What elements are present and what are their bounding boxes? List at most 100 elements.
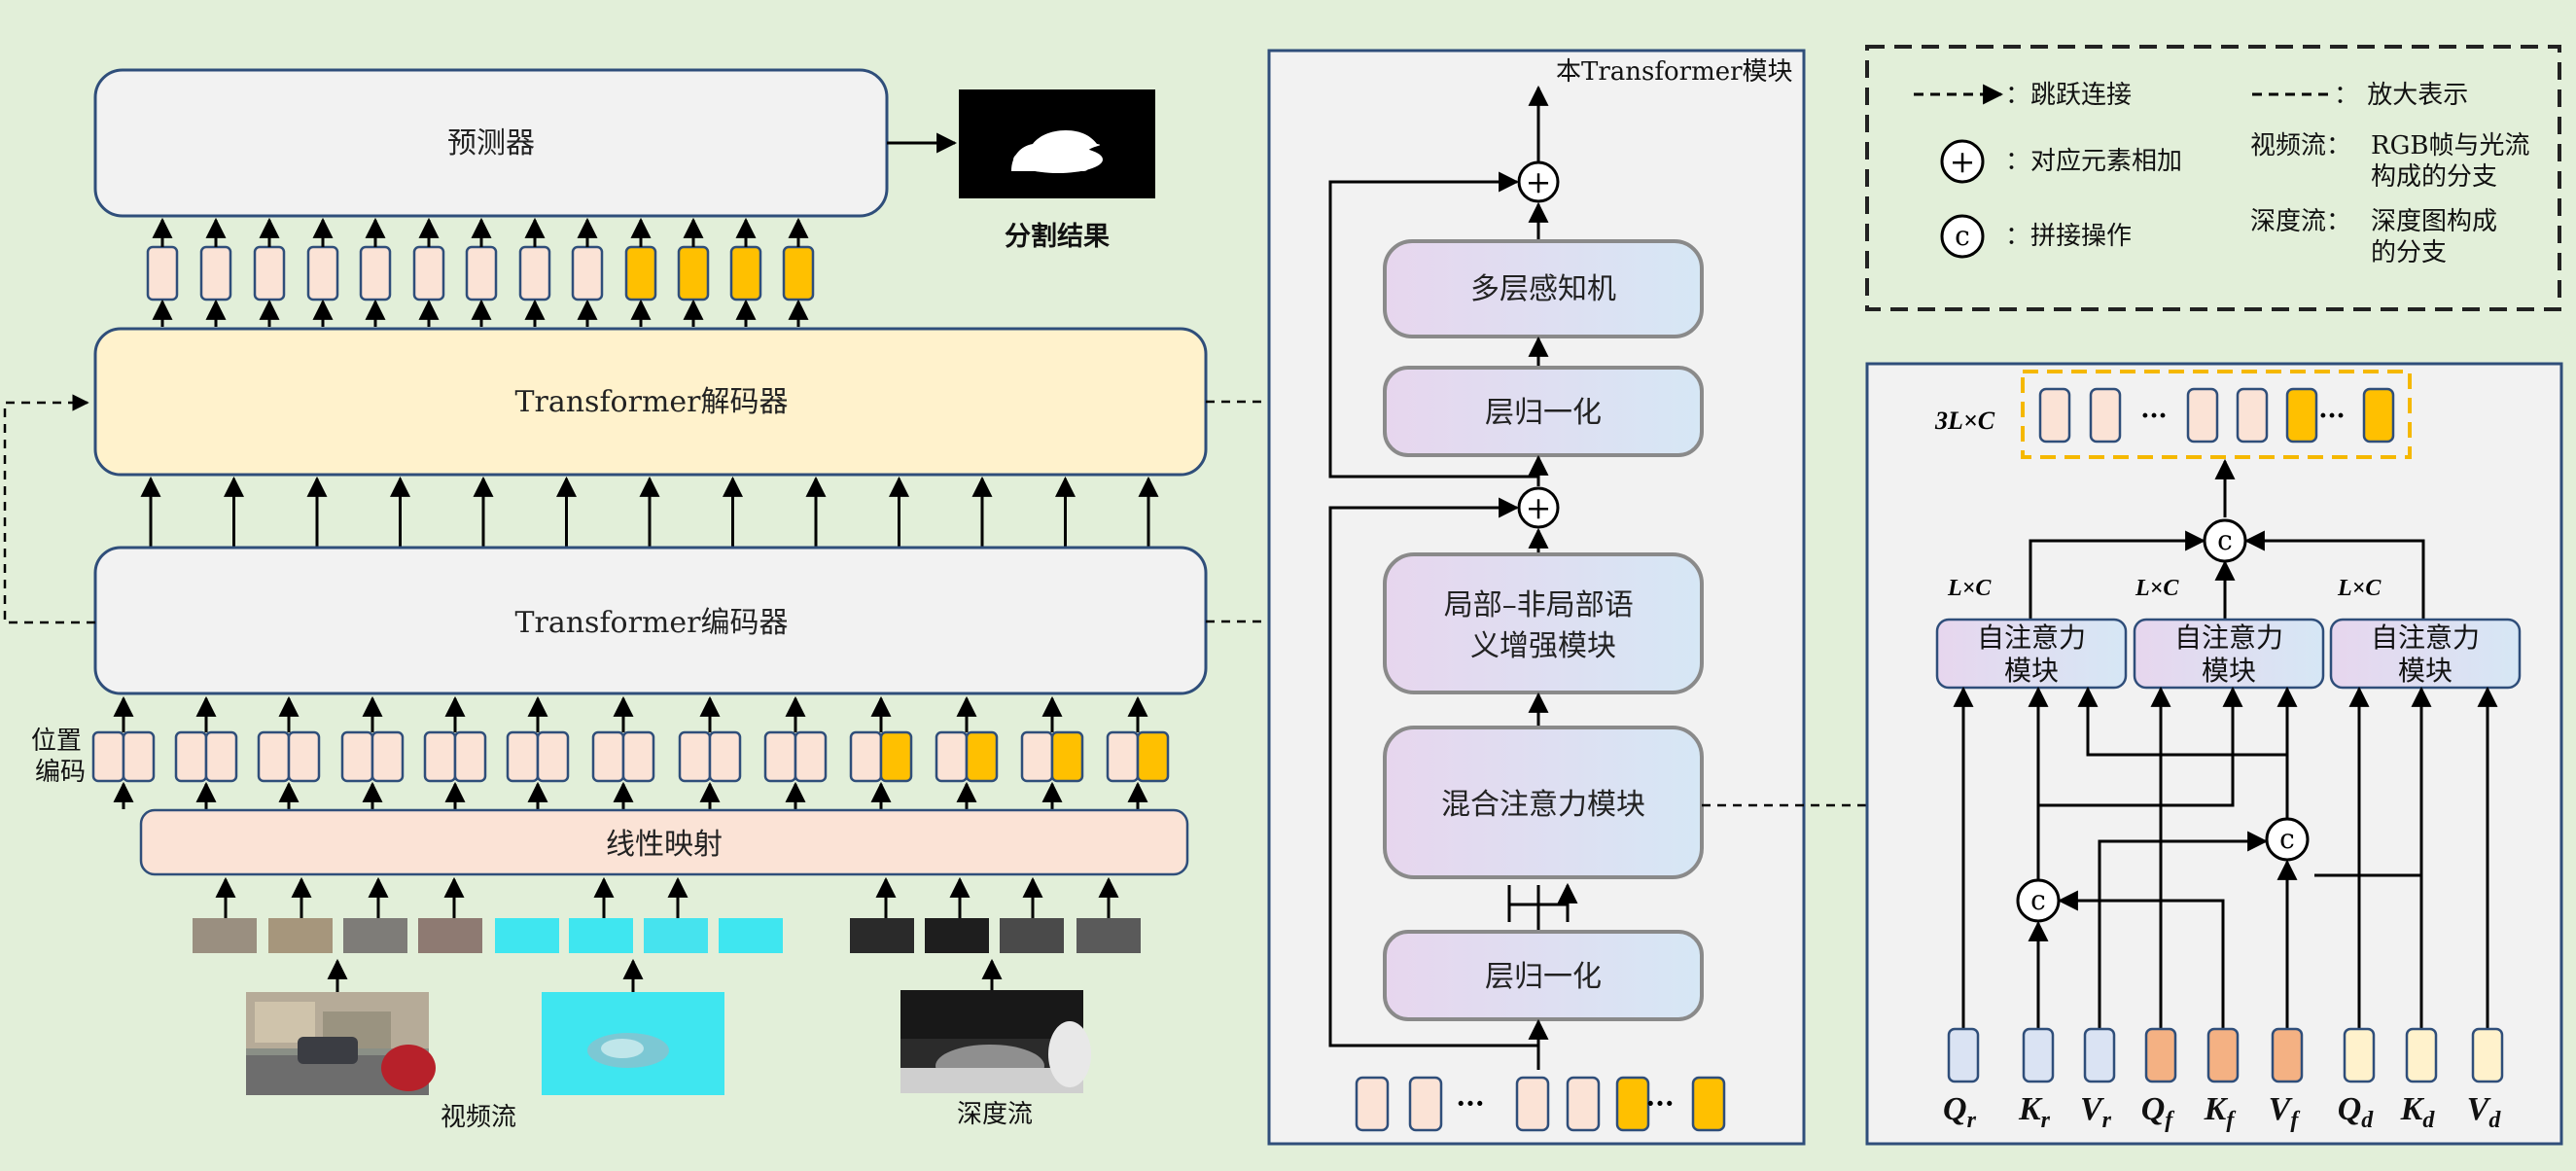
encoder-label: Transformer编码器 <box>514 606 788 640</box>
legend-video-key: 视频流： <box>2250 131 2351 160</box>
left-panel: 预测器 分割结果 Transformer解码器 Transformer编码器 位… <box>3 68 1269 1132</box>
legend-skip-connection: ：跳跃连接 <box>2005 81 2132 110</box>
svg-text:c: c <box>2279 823 2295 855</box>
image-patch <box>495 918 559 953</box>
layernorm-top-label: 层归一化 <box>1485 396 1602 430</box>
token-pair <box>678 695 742 809</box>
svg-text:模块: 模块 <box>2202 655 2256 687</box>
svg-text:c: c <box>2217 524 2233 556</box>
branch-dim-label-1: L×C <box>1947 576 1992 601</box>
block-input-token-row: ··· ··· <box>1355 1076 1726 1132</box>
qkv-token: Qr <box>1943 1027 1980 1133</box>
token-pair <box>935 695 999 809</box>
qkv-token: Vd <box>2467 1027 2504 1133</box>
svg-text:自注意力: 自注意力 <box>2371 621 2480 654</box>
patch-token <box>1136 730 1170 783</box>
qkv-token: Qf <box>2141 1027 2177 1133</box>
patch-token <box>708 730 742 783</box>
patch-token <box>536 730 570 783</box>
branch-dim-label-2: L×C <box>2135 576 2179 601</box>
legend-zoom-display: ： 放大表示 <box>2334 81 2468 110</box>
svg-text:c: c <box>2030 884 2046 916</box>
token-ellipsis: ··· <box>1645 1087 1674 1119</box>
patch-token <box>879 730 913 783</box>
token-pair <box>506 695 570 809</box>
token-pair <box>591 695 655 809</box>
token-ellipsis: ··· <box>1456 1087 1484 1119</box>
patch-token <box>794 730 828 783</box>
patch-row <box>193 876 1141 953</box>
block-input-token <box>1566 1076 1601 1132</box>
position-token <box>935 730 969 783</box>
position-token <box>1020 730 1054 783</box>
position-token <box>591 730 625 783</box>
svg-text:Kf: Kf <box>2204 1091 2237 1133</box>
image-patch <box>850 918 914 953</box>
svg-text:+: + <box>1526 489 1552 526</box>
legend-depth-key: 深度流： <box>2250 207 2351 236</box>
output-ellipsis: ··· <box>2140 402 2167 431</box>
predictor-token <box>782 245 815 302</box>
middle-panel: 本Transformer模块 + 多层感知机 层归一化 + 局部–非局部语 义增… <box>1267 49 1867 1146</box>
token-pair <box>1106 695 1170 809</box>
output-token-box <box>2021 370 2412 459</box>
svg-text:模块: 模块 <box>2398 655 2452 687</box>
legend-concat-icon <box>1940 214 1985 259</box>
predictor-token <box>306 245 339 302</box>
token-pair <box>91 695 156 809</box>
image-patch <box>1000 918 1064 953</box>
svg-text:c: c <box>1955 220 1970 252</box>
mlp-label: 多层感知机 <box>1470 272 1616 306</box>
patch-token <box>1050 730 1084 783</box>
patch-token <box>287 730 321 783</box>
local-nonlocal-box <box>1383 552 1704 694</box>
patch-token <box>621 730 655 783</box>
linear-projection-box <box>139 808 1189 876</box>
predictor-token <box>624 245 657 302</box>
predictor-token <box>677 245 710 302</box>
svg-text:+: + <box>1950 143 1976 180</box>
predictor-token <box>518 245 551 302</box>
token-pair <box>849 695 913 809</box>
right-panel: 3L×C ······ c L×C L×C L×C 自注意力模块自注意力模块自注… <box>1865 362 2563 1146</box>
local-nonlocal-label: 局部–非局部语 义增强模块 <box>1444 588 1643 663</box>
position-token <box>678 730 712 783</box>
predictor-token <box>146 245 179 302</box>
token-pair <box>340 695 405 809</box>
qkv-token: Kr <box>2018 1027 2055 1133</box>
video-frame-image <box>246 992 436 1095</box>
predictor-token <box>571 245 604 302</box>
predictor-token <box>359 245 392 302</box>
position-token <box>340 730 374 783</box>
mixed-attention-box <box>1383 726 1704 879</box>
token-pair <box>174 695 238 809</box>
position-token <box>423 730 457 783</box>
legend-concat: ：拼接操作 <box>2005 222 2132 251</box>
output-token-row: ······ <box>2038 387 2395 444</box>
position-token <box>1106 730 1140 783</box>
predictor-token <box>729 245 762 302</box>
transformer-block-title: 本Transformer模块 <box>1556 57 1793 87</box>
image-patch <box>569 918 633 953</box>
token-pair <box>423 695 487 809</box>
image-patch <box>418 918 482 953</box>
patch-token <box>453 730 487 783</box>
legend: ：跳跃连接 ： 放大表示 + ：对应元素相加 c ：拼接操作 视频流： RGB帧… <box>1865 45 2561 311</box>
layernorm-bottom-label: 层归一化 <box>1485 960 1602 994</box>
output-token <box>2236 387 2269 444</box>
decoder-label: Transformer解码器 <box>514 385 788 419</box>
position-token <box>257 730 291 783</box>
position-encoding-label: 位置 编码 <box>31 727 89 787</box>
image-patch <box>343 918 407 953</box>
segmentation-result-image <box>959 89 1155 198</box>
predictor-token-row <box>146 217 815 327</box>
depth-stream-label: 深度流 <box>957 1100 1033 1129</box>
image-patch <box>719 918 783 953</box>
output-token <box>2089 387 2122 444</box>
legend-box <box>1865 45 2561 311</box>
legend-video-desc: RGB帧与光流 构成的分支 <box>2371 131 2538 192</box>
